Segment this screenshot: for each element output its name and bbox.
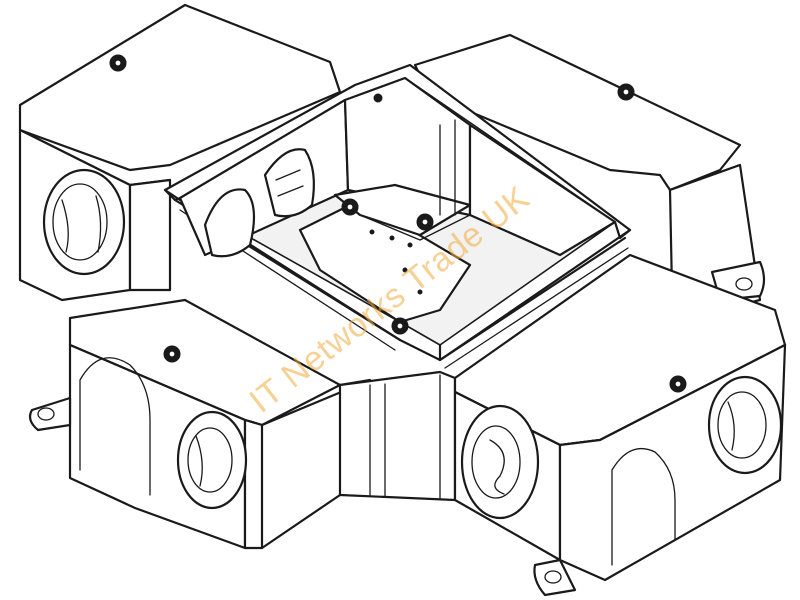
knockout-hole-front-right bbox=[707, 375, 783, 475]
front-left-wing-side-face bbox=[243, 418, 264, 550]
knockout-hole-front-center bbox=[460, 404, 540, 520]
back-left-wing-top bbox=[18, 3, 342, 172]
central-device-cup bbox=[163, 63, 632, 369]
front-right-wing bbox=[453, 253, 787, 597]
center-column-face bbox=[338, 370, 457, 502]
arch-panel-front-right bbox=[611, 447, 676, 566]
back-left-wing-side-face bbox=[128, 178, 172, 292]
knockout-hole-back-left bbox=[42, 168, 126, 276]
receptacle-cutout-left bbox=[203, 188, 256, 258]
back-right-wing bbox=[413, 33, 766, 312]
mounting-ear-front-left bbox=[28, 396, 72, 432]
front-left-wing bbox=[28, 298, 372, 550]
receptacle-cutout-center bbox=[263, 148, 315, 218]
mounting-ear-front-right bbox=[533, 558, 577, 597]
arch-panel-front-left-a bbox=[79, 357, 151, 496]
cup-right-wall bbox=[468, 123, 617, 257]
back-left-wing bbox=[18, 3, 342, 302]
